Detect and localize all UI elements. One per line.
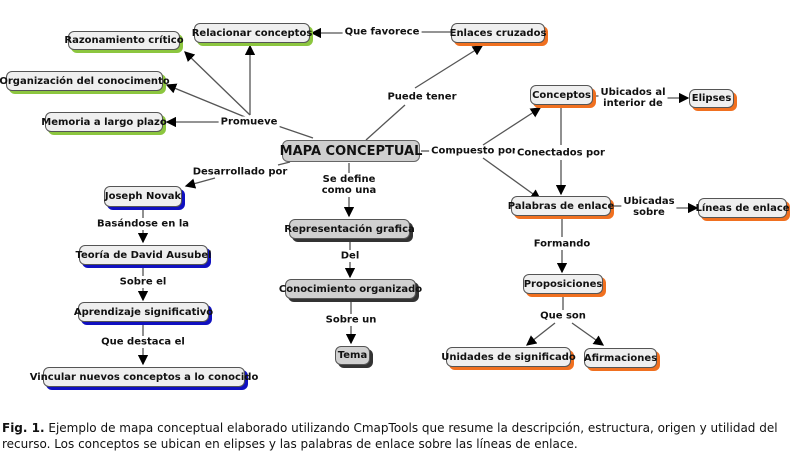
node-afirmaciones[interactable]: Afirmaciones [584,348,657,368]
link-conectados-por: Conectados por [515,147,607,159]
edge-desarrollado-novak [184,177,216,189]
node-unidades-significado[interactable]: Unidades de significado [441,347,576,367]
link-que-destaca-el: Que destaca el [99,336,187,348]
link-ubicadas-sobre: Ubicadas sobre [621,196,677,218]
edge-queson-unidades [525,322,556,346]
node-joseph-novak[interactable]: Joseph Novak [104,186,182,207]
node-razonamiento-critico[interactable]: Razonamiento crítico [64,31,184,50]
link-compuesto-por: Compuesto por [429,145,519,157]
node-memoria-largo-plazo[interactable]: Memoria a largo plazo [41,112,167,132]
link-ubicados-al-interior: Ubicados al interior de [598,87,668,109]
link-basandose-en-la: Basándose en la [95,218,191,230]
node-teoria-ausubel[interactable]: Teoría de David Ausubel [75,245,212,265]
link-que-favorece: Que favorece [342,26,422,38]
edge-root-puedetener [365,104,406,141]
edge-puedetener-enlaces [414,45,484,89]
node-vincular-nuevos[interactable]: Vincular nuevos conceptos a lo conocido [30,367,258,387]
link-que-son: Que son [538,310,588,322]
edge-root-desarrollado [277,161,291,166]
edge-queson-afirmaciones [571,322,605,346]
edge-compuesto-palabras [482,157,542,200]
link-promueve: Promueve [218,116,280,128]
node-elipses[interactable]: Elipses [689,89,734,108]
link-se-define-como-una: Se define como una [319,174,379,196]
caption-text: Ejemplo de mapa conceptual elaborado uti… [2,421,778,451]
node-tema[interactable]: Tema [335,346,370,365]
node-mapa-conceptual[interactable]: MAPA CONCEPTUAL [280,140,422,162]
link-del: Del [338,250,362,262]
edge-promueve-organizacion [165,83,246,118]
link-sobre-el: Sobre el [117,276,169,288]
node-palabras-enlace[interactable]: Palabras de enlace [508,196,614,216]
caption-label: Fig. 1. [2,421,45,435]
link-desarrollado-por: Desarrollado por [190,166,290,178]
node-proposiciones[interactable]: Proposiciones [523,274,603,294]
node-representacion-grafica[interactable]: Representación grafica [284,219,415,239]
node-conocimiento-organizado[interactable]: Conocimiento organizado [279,279,422,299]
edge-root-promueve [274,124,314,139]
node-organizacion-conocimiento[interactable]: Organización del conocimento [0,71,170,91]
node-lineas-enlace[interactable]: Líneas de enlace [695,198,790,218]
link-puede-tener: Puede tener [385,91,459,103]
concept-map: MAPA CONCEPTUAL Razonamiento crítico Rel… [0,23,790,387]
link-sobre-un: Sobre un [323,314,379,326]
link-formando: Formando [531,238,593,250]
node-relacionar-conceptos[interactable]: Relacionar conceptos [192,23,312,43]
node-aprendizaje-significativo[interactable]: Aprendizaje significativo [74,302,213,322]
edge-promueve-razonamiento [184,51,251,116]
edge-compuesto-conceptos [482,107,542,146]
figure-caption: Fig. 1. Ejemplo de mapa conceptual elabo… [2,420,800,452]
node-conceptos[interactable]: Conceptos [530,85,593,105]
node-enlaces-cruzados[interactable]: Enlaces cruzados [450,23,546,43]
